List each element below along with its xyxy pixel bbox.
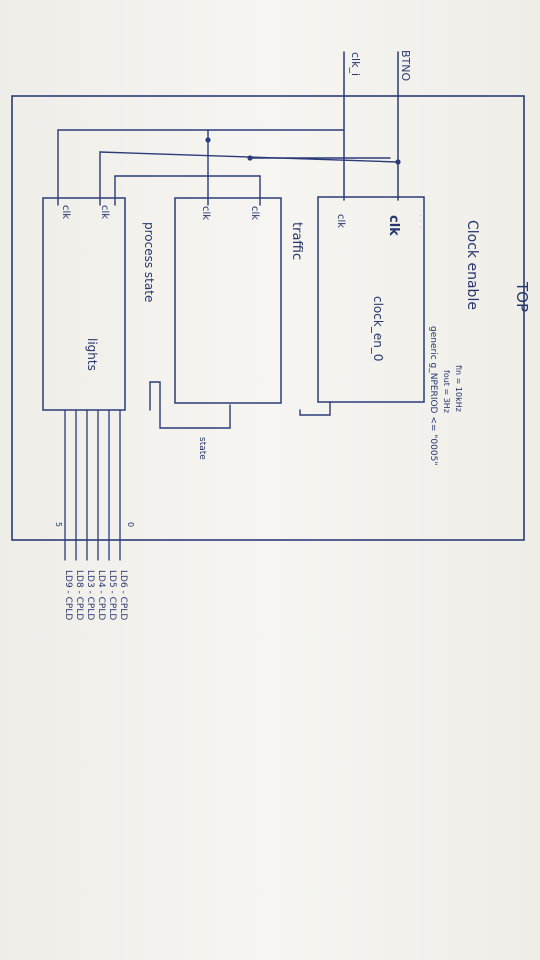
- bus-msb-label: 5: [54, 522, 63, 527]
- state-wire: [149, 381, 231, 429]
- output-label-6: LD9 - CPLD: [63, 570, 73, 620]
- top-label: TOP: [513, 281, 531, 312]
- erased-text-mark: . . .: [417, 214, 427, 228]
- clock-enable-freq-in: fin = 10kHz: [454, 365, 463, 412]
- clock-enable-instance: clock_en_0: [371, 296, 385, 361]
- clock-enable-freq-out: fout = 3Hz: [442, 370, 451, 413]
- output-label-4: LD3 - CPLD: [85, 570, 95, 620]
- process-clk-port-inner: clk: [60, 205, 71, 219]
- ce-junction-dot-2: [247, 155, 253, 161]
- input-clk-label: clk_i: [349, 52, 362, 76]
- output-label-5: LD8 - CPLD: [74, 570, 84, 620]
- bus-lsb-label: 0: [126, 522, 135, 527]
- process-title: process state: [142, 222, 156, 302]
- output-label-3: LD4 - CPLD: [96, 570, 106, 620]
- process-state-block: [42, 197, 126, 411]
- process-clk-port: clk: [99, 205, 110, 219]
- output-label-1: LD6 - CPLD: [118, 570, 128, 620]
- clock-enable-generic: generic g_NPERIOD <= "0005": [428, 326, 438, 465]
- traffic-clk-port: clk: [249, 206, 260, 220]
- ce-feedback-wire: [299, 401, 331, 416]
- clock-enable-block: [317, 196, 425, 403]
- traffic-title: traffic: [289, 222, 304, 260]
- clock-enable-title: Clock enable: [464, 220, 480, 310]
- output-label-2: LD5 - CPLD: [107, 570, 117, 620]
- traffic-block: [174, 197, 282, 404]
- clock-enable-clk-port-inner: clk: [335, 214, 346, 228]
- top-frame: [11, 95, 525, 541]
- clock-enable-clk-port: clk: [386, 215, 401, 236]
- input-btn-label: BTNO: [399, 50, 412, 81]
- state-label: state: [197, 437, 207, 460]
- clk-junction-dot: [205, 137, 211, 143]
- ce-junction-dot: [395, 159, 401, 165]
- process-subtitle: lights: [85, 338, 99, 371]
- traffic-clk-port-inner: clk: [200, 206, 211, 220]
